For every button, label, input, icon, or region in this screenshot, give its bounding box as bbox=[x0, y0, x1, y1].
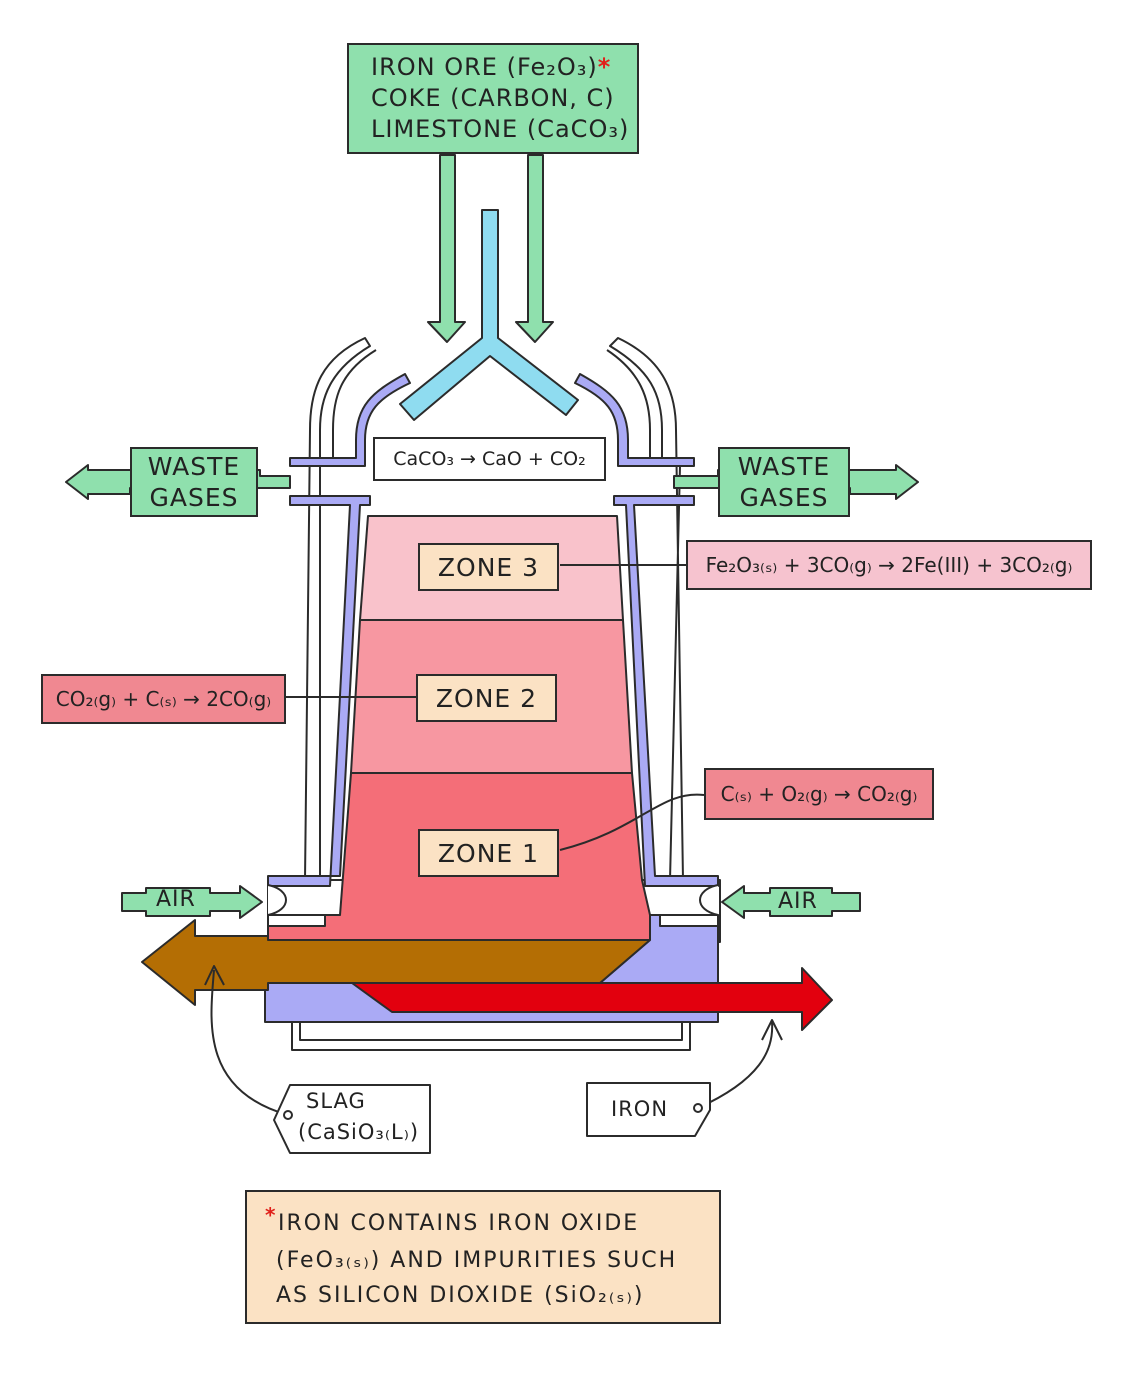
air-left-label: AIR bbox=[156, 887, 196, 912]
air-arrow-left bbox=[121, 885, 263, 919]
iron-outflow-arrow bbox=[351, 967, 833, 1031]
slag-tag-shape bbox=[273, 1084, 431, 1154]
feed-distributor bbox=[399, 209, 579, 421]
air-arrow-right bbox=[721, 885, 861, 919]
footnote-line-3: AS SILICON DIOXIDE (SiO₂₍ₛ₎) bbox=[276, 1283, 645, 1308]
feed-arrow-right bbox=[515, 154, 554, 343]
iron-pointer bbox=[697, 1019, 783, 1109]
connector-zone1 bbox=[559, 793, 705, 851]
zone-2-reaction: CO₂₍g₎ + C₍ₛ₎ → 2CO₍g₎ bbox=[41, 674, 286, 724]
tuyere-left bbox=[267, 914, 326, 927]
slag-pointer bbox=[204, 965, 289, 1116]
footnote-box bbox=[245, 1190, 721, 1324]
zone-3-label: ZONE 3 bbox=[418, 543, 559, 591]
slag-formula: (CaSiO₃₍L₎) bbox=[298, 1120, 420, 1144]
lining-left-wall bbox=[267, 495, 371, 887]
limestone-reaction-label: CaCO₃ → CaO + CO₂ bbox=[373, 437, 606, 481]
zone-3-reaction: Fe₂O₃₍ₛ₎ + 3CO₍g₎ → 2Fe(III) + 3CO₂₍g₎ bbox=[686, 540, 1092, 590]
slag-label: SLAG bbox=[306, 1089, 366, 1113]
iron-tag-shape bbox=[586, 1082, 711, 1137]
feed-line-limestone: LIMESTONE (CaCO₃) bbox=[371, 115, 630, 143]
feed-arrow-left bbox=[427, 154, 466, 343]
footnote-star: * bbox=[265, 1203, 276, 1227]
slag-outflow-arrow bbox=[141, 919, 651, 1006]
furnace-inner-shell bbox=[332, 349, 651, 466]
lining-right-top bbox=[574, 373, 695, 467]
zone-1-label: ZONE 1 bbox=[418, 829, 559, 877]
feed-line-coke: COKE (CARBON, C) bbox=[371, 84, 615, 112]
tuyere-right bbox=[659, 914, 719, 927]
footnote-line-1: IRON CONTAINS IRON OXIDE bbox=[278, 1211, 640, 1236]
lining-left-top bbox=[289, 373, 411, 467]
zone-1-reaction: C₍ₛ₎ + O₂₍g₎ → CO₂₍g₎ bbox=[704, 768, 934, 820]
air-right-label: AIR bbox=[778, 889, 818, 914]
feed-line-iron-ore: IRON ORE (Fe₂O₃)* bbox=[371, 53, 612, 81]
lining-right-wall bbox=[613, 495, 719, 887]
iron-label: IRON bbox=[611, 1097, 669, 1121]
zone-2-label: ZONE 2 bbox=[416, 674, 557, 722]
waste-gases-right-label: WASTE GASES bbox=[718, 447, 850, 517]
footnote-line-2: (FeO₃₍ₛ₎) AND IMPURITIES SUCH bbox=[276, 1248, 678, 1273]
hearth-bottom-shell bbox=[291, 1022, 691, 1051]
waste-gases-left-label: WASTE GASES bbox=[130, 447, 258, 517]
feed-materials-box: IRON ORE (Fe₂O₃)* COKE (CARBON, C) LIMES… bbox=[347, 43, 639, 154]
